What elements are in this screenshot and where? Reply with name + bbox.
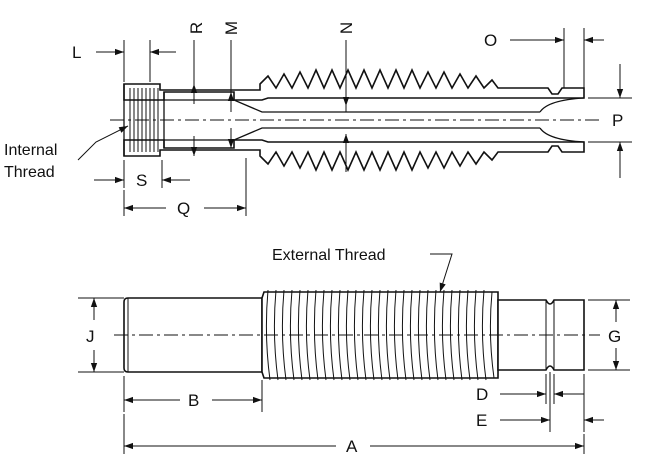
dim-R: R bbox=[187, 22, 206, 156]
dim-L: L bbox=[72, 40, 176, 82]
dim-G: G bbox=[588, 299, 630, 371]
label-N: N bbox=[337, 22, 356, 34]
dim-O: O bbox=[484, 28, 604, 88]
dim-A: A bbox=[123, 414, 585, 456]
label-D: D bbox=[476, 385, 488, 404]
label-E: E bbox=[476, 411, 487, 430]
label-A: A bbox=[346, 437, 358, 456]
upper-wall bbox=[123, 68, 585, 101]
dim-S: S bbox=[94, 160, 190, 190]
label-S: S bbox=[136, 171, 147, 190]
label-O: O bbox=[484, 31, 497, 50]
label-L: L bbox=[72, 43, 81, 62]
label-R: R bbox=[187, 22, 206, 34]
label-Q: Q bbox=[177, 199, 190, 218]
dim-E: E bbox=[476, 372, 604, 432]
label-P: P bbox=[612, 111, 623, 130]
internal-thread-label-line2: Thread bbox=[4, 164, 55, 181]
internal-bore bbox=[164, 97, 585, 143]
dim-N: N bbox=[337, 22, 356, 172]
label-G: G bbox=[608, 327, 621, 346]
dim-M: M bbox=[222, 21, 241, 148]
external-thread-callout: External Thread bbox=[272, 247, 453, 293]
section-view: L R M N O bbox=[4, 21, 632, 218]
internal-thread-callout: Internal Thread bbox=[4, 125, 129, 181]
side-view: J G B D bbox=[78, 247, 630, 456]
dim-J: J bbox=[78, 297, 124, 373]
lower-wall bbox=[123, 139, 585, 172]
external-thread-label: External Thread bbox=[272, 247, 386, 264]
label-B: B bbox=[188, 391, 199, 410]
label-J: J bbox=[86, 327, 95, 346]
dim-Q: Q bbox=[123, 158, 247, 218]
internal-thread-label-line1: Internal bbox=[4, 142, 57, 159]
threaded-section bbox=[261, 291, 499, 379]
dim-B: B bbox=[123, 376, 263, 412]
label-M: M bbox=[222, 21, 241, 35]
dim-P: P bbox=[588, 64, 632, 178]
dim-D: D bbox=[476, 374, 584, 404]
